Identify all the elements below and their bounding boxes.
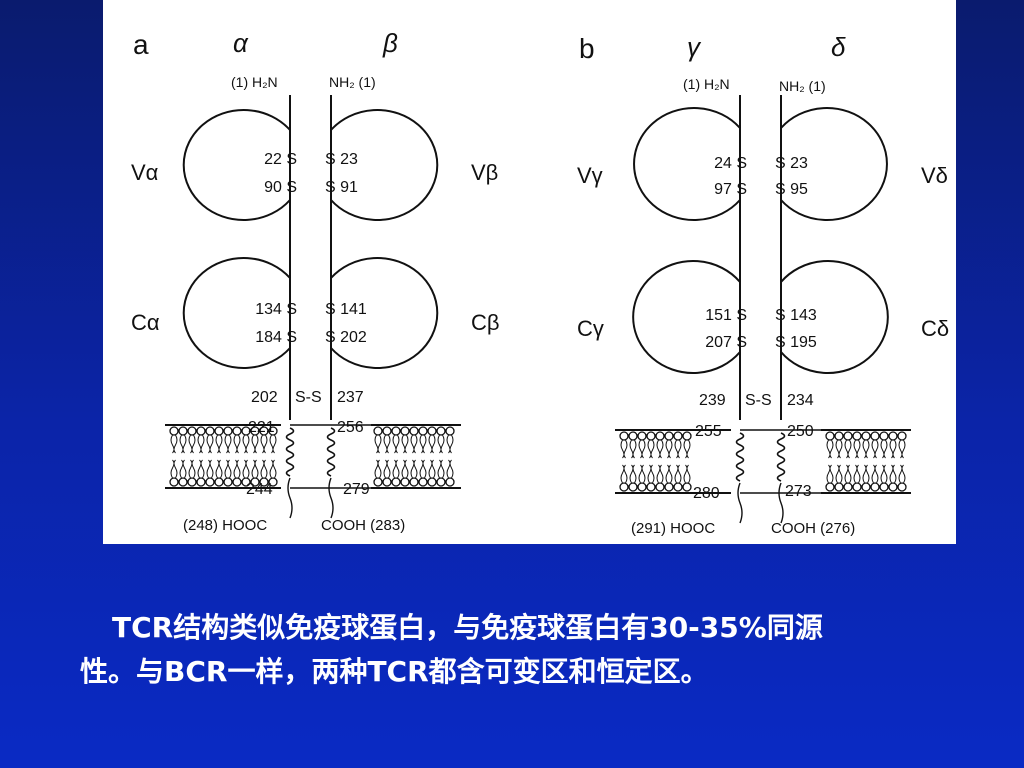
b-membrane-right bbox=[821, 429, 911, 494]
delta-chain-label: δ bbox=[831, 32, 846, 62]
alpha-interchain-cys: 202 bbox=[251, 389, 278, 406]
beta-n-terminus: NH₂ (1) bbox=[329, 74, 376, 90]
beta-chain-label: β bbox=[382, 28, 398, 58]
alpha-tm-helix bbox=[285, 427, 295, 477]
v-delta-cys-23: S 23 bbox=[775, 155, 808, 172]
alpha-n-terminus: (1) H₂N bbox=[231, 74, 278, 90]
delta-cyto-tail bbox=[778, 482, 784, 524]
delta-interchain-cys: 234 bbox=[787, 392, 814, 409]
a-membrane-right bbox=[371, 424, 461, 489]
caption-line-1: TCR结构类似免疫球蛋白，与免疫球蛋白有30-35%同源 bbox=[112, 611, 823, 644]
gamma-tm-start: 255 bbox=[695, 423, 722, 440]
tcr-structure-figure: a α β (1) H₂N NH₂ (1) Vα Vβ Cα Cβ 22 S 9… bbox=[103, 0, 956, 544]
v-alpha-domain bbox=[182, 109, 291, 221]
alpha-cyto-tail bbox=[287, 477, 293, 519]
panel-b-letter: b bbox=[579, 33, 595, 64]
alpha-tm-end: 244 bbox=[246, 481, 273, 498]
caption-line-2: 性。与BCR一样，两种TCR都含可变区和恒定区。 bbox=[80, 655, 709, 688]
beta-cyto-tail bbox=[328, 477, 334, 519]
panel-a-letter: a bbox=[133, 29, 149, 60]
tcr-diagram-svg: a α β (1) H₂N NH₂ (1) Vα Vβ Cα Cβ 22 S 9… bbox=[131, 28, 949, 537]
beta-tm-helix bbox=[326, 427, 336, 477]
delta-tm-helix bbox=[776, 432, 786, 482]
gamma-tm-end: 280 bbox=[693, 485, 720, 502]
c-gamma-cys-151: 151 S bbox=[705, 307, 747, 324]
v-gamma-domain bbox=[633, 107, 741, 221]
beta-c-terminus: COOH (283) bbox=[321, 517, 405, 534]
v-alpha-label: Vα bbox=[131, 160, 159, 185]
panel-a: a α β (1) H₂N NH₂ (1) Vα Vβ Cα Cβ 22 S 9… bbox=[131, 28, 500, 534]
gamma-cyto-tail bbox=[737, 482, 743, 524]
c-delta-domain bbox=[780, 260, 889, 374]
v-beta-cys-23: S 23 bbox=[325, 151, 358, 168]
slide-caption: TCR结构类似免疫球蛋白，与免疫球蛋白有30-35%同源 性。与BCR一样，两种… bbox=[80, 606, 960, 694]
c-alpha-cys-134: 134 S bbox=[255, 301, 297, 318]
gamma-n-terminus: (1) H₂N bbox=[683, 76, 730, 92]
v-delta-cys-95: S 95 bbox=[775, 181, 808, 198]
beta-tm-start: 256 bbox=[337, 419, 364, 436]
c-beta-cys-202: S 202 bbox=[325, 329, 367, 346]
c-delta-cys-195: S 195 bbox=[775, 334, 817, 351]
c-gamma-label: Cγ bbox=[577, 316, 604, 341]
alpha-tm-start: 221 bbox=[248, 419, 275, 436]
v-gamma-cys-97: 97 S bbox=[714, 181, 747, 198]
c-beta-label: Cβ bbox=[471, 310, 500, 335]
beta-interchain-cys: 237 bbox=[337, 389, 364, 406]
v-alpha-cys-90: 90 S bbox=[264, 179, 297, 196]
b-membrane-left bbox=[615, 429, 731, 494]
c-beta-domain bbox=[330, 257, 439, 369]
v-beta-domain bbox=[330, 109, 439, 221]
v-gamma-label: Vγ bbox=[577, 163, 603, 188]
delta-c-terminus: COOH (276) bbox=[771, 520, 855, 537]
c-alpha-label: Cα bbox=[131, 310, 160, 335]
c-gamma-domain bbox=[632, 260, 741, 374]
v-alpha-cys-22: 22 S bbox=[264, 151, 297, 168]
c-alpha-domain bbox=[182, 257, 291, 369]
gamma-interchain-cys: 239 bbox=[699, 392, 726, 409]
c-gamma-cys-207: 207 S bbox=[705, 334, 747, 351]
v-delta-label: Vδ bbox=[921, 163, 948, 188]
alpha-c-terminus: (248) HOOC bbox=[183, 517, 267, 534]
b-interchain-disulfide: S-S bbox=[745, 392, 772, 409]
c-delta-cys-143: S 143 bbox=[775, 307, 817, 324]
a-interchain-disulfide: S-S bbox=[295, 389, 322, 406]
c-alpha-cys-184: 184 S bbox=[255, 329, 297, 346]
gamma-tm-helix bbox=[735, 432, 745, 482]
v-beta-cys-91: S 91 bbox=[325, 179, 358, 196]
v-delta-domain bbox=[780, 107, 888, 221]
delta-n-terminus: NH₂ (1) bbox=[779, 78, 826, 94]
v-beta-label: Vβ bbox=[471, 160, 498, 185]
panel-b: b γ δ (1) H₂N NH₂ (1) Vγ Vδ Cγ Cδ 24 S 9… bbox=[577, 32, 949, 537]
c-delta-label: Cδ bbox=[921, 316, 949, 341]
c-beta-cys-141: S 141 bbox=[325, 301, 367, 318]
delta-tm-end: 273 bbox=[785, 483, 812, 500]
a-membrane-left bbox=[165, 424, 281, 489]
alpha-chain-label: α bbox=[233, 28, 249, 58]
v-gamma-cys-24: 24 S bbox=[714, 155, 747, 172]
gamma-c-terminus: (291) HOOC bbox=[631, 520, 715, 537]
gamma-chain-label: γ bbox=[687, 32, 702, 62]
delta-tm-start: 250 bbox=[787, 423, 814, 440]
beta-tm-end: 279 bbox=[343, 481, 370, 498]
